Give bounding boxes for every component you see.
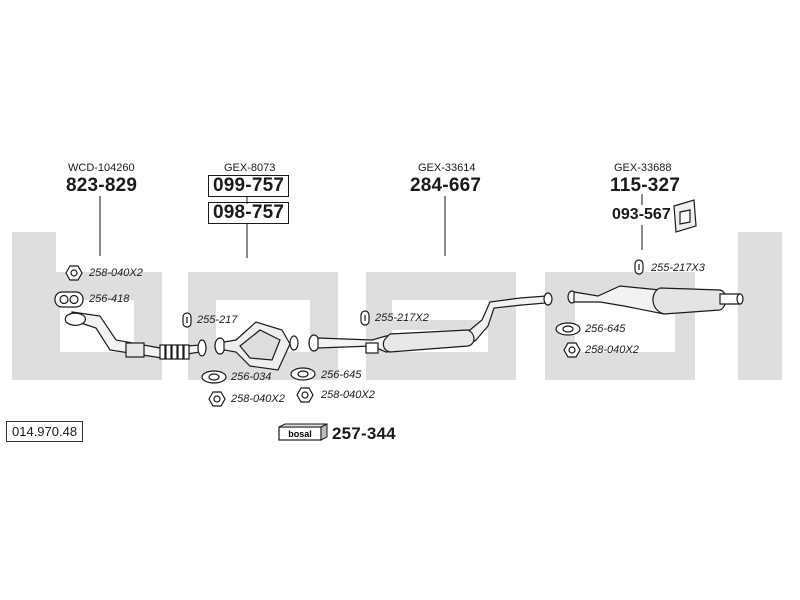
mounting-kit-icon: bosal: [278, 423, 328, 441]
front-pipe: [64, 311, 207, 360]
leader-lines: [99, 194, 643, 258]
section-code-catalyst: GEX-8073: [224, 162, 276, 174]
part-number[interactable]: 284-667: [410, 175, 482, 196]
part-number[interactable]: 823-829: [66, 175, 138, 196]
diagram-reference: 014.970.48: [6, 421, 84, 442]
part-number[interactable]: 093-567: [612, 206, 671, 223]
gasket-icon: [555, 322, 581, 336]
nut-icon: [65, 265, 83, 281]
rubber-hanger-icon: [360, 310, 370, 326]
mounting-kit-number[interactable]: 257-344: [332, 424, 396, 443]
accessory-label[interactable]: 256-645: [321, 369, 362, 381]
nut-icon: [296, 387, 314, 403]
middle-silencer: [308, 292, 553, 354]
catalytic-converter: [214, 321, 299, 371]
accessory-label[interactable]: 256-645: [585, 323, 626, 335]
accessory-label[interactable]: 258-040X2: [585, 344, 639, 356]
accessory-label[interactable]: 255-217X3: [651, 262, 705, 274]
rubber-hanger-icon: [634, 259, 644, 275]
gasket-icon: [54, 291, 84, 308]
kit-brand-label: bosal: [288, 429, 312, 439]
accessory-label[interactable]: 256-418: [89, 293, 130, 305]
section-code-rear: GEX-33688: [614, 162, 672, 174]
section-code-middle: GEX-33614: [418, 162, 476, 174]
nut-icon: [563, 342, 581, 358]
part-number[interactable]: 099-757: [208, 175, 290, 197]
rear-silencer: [567, 285, 744, 315]
accessory-label[interactable]: 255-217: [197, 314, 238, 326]
accessory-label[interactable]: 258-040X2: [231, 393, 285, 405]
gasket-icon: [290, 367, 316, 381]
accessory-label[interactable]: 255-217X2: [375, 312, 429, 324]
section-code-front-pipe: WCD-104260: [68, 162, 135, 174]
accessory-label[interactable]: 258-040X2: [89, 267, 143, 279]
accessory-label[interactable]: 256-034: [231, 371, 272, 383]
accessory-label[interactable]: 258-040X2: [321, 389, 375, 401]
part-number[interactable]: 098-757: [208, 202, 290, 224]
rubber-hanger-icon: [182, 312, 192, 328]
part-number[interactable]: 115-327: [610, 175, 681, 196]
nut-icon: [208, 391, 226, 407]
gasket-icon: [201, 370, 227, 384]
clamp-icon: [673, 199, 697, 233]
